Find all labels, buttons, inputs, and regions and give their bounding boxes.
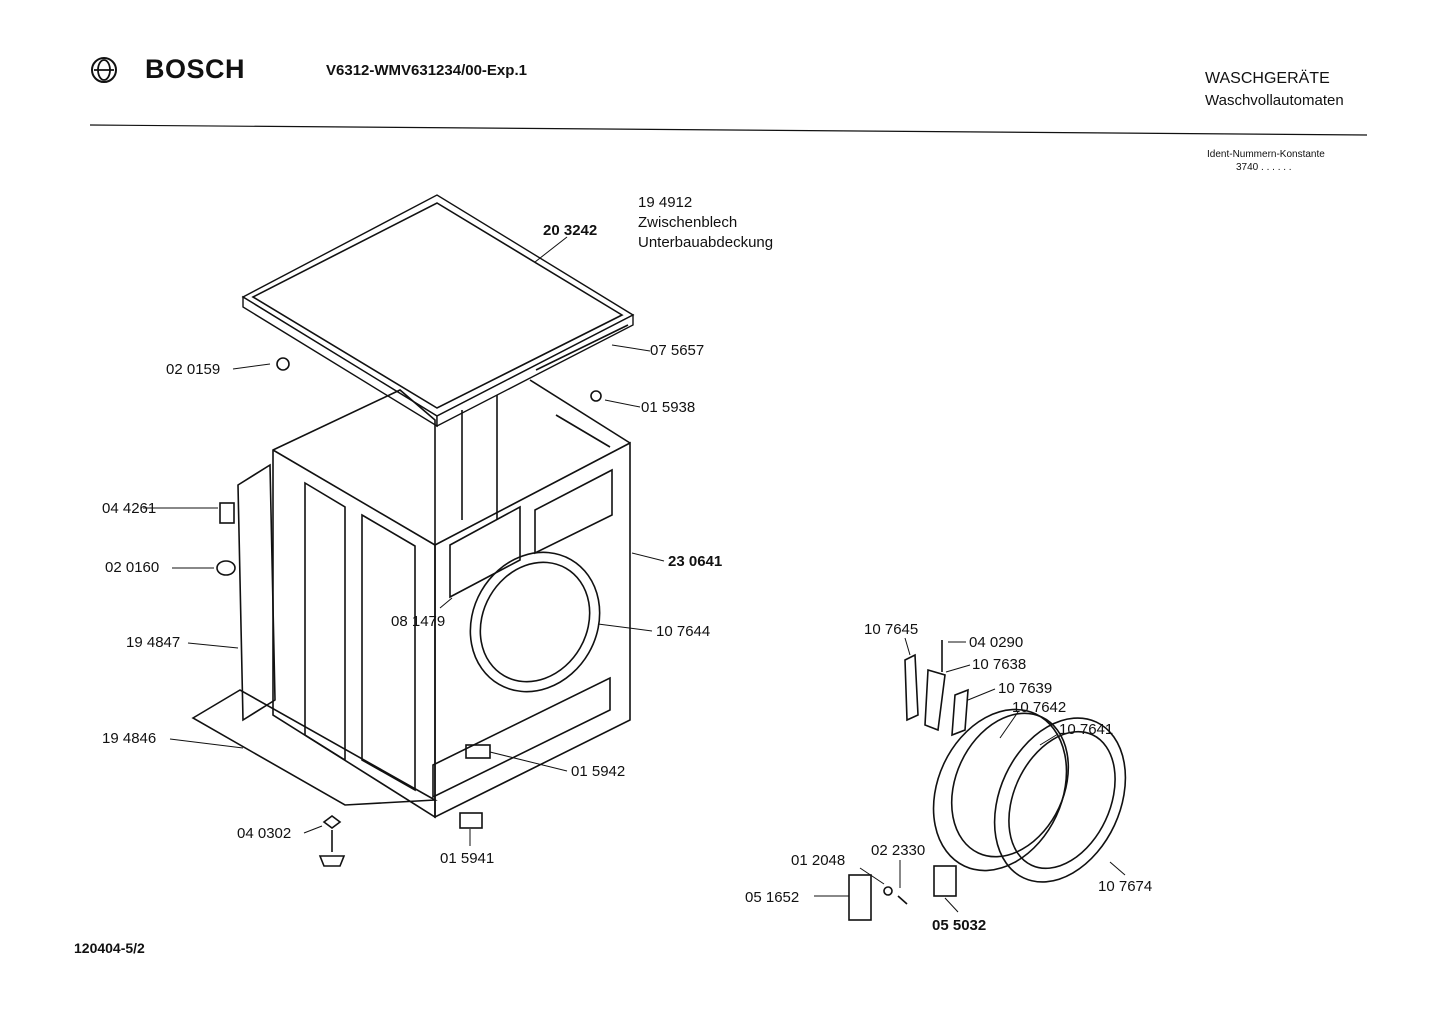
door-seal-part [469, 551, 601, 693]
category-title: WASCHGERÄTE [1205, 70, 1330, 87]
plug-part [590, 390, 602, 402]
bracket-part [465, 744, 491, 759]
part-desc-zwischenblech: Zwischenblech [638, 214, 738, 231]
part-label-107639: 10 7639 [998, 680, 1053, 697]
part-label-022330: 02 2330 [871, 842, 926, 859]
side-panel-part [237, 463, 276, 722]
part-label-051652: 05 1652 [745, 889, 800, 906]
lock-part [933, 865, 957, 897]
part-label-075657: 07 5657 [650, 342, 705, 359]
foot-part [318, 815, 346, 867]
top-cover-part [241, 194, 635, 428]
part-label-107674: 10 7674 [1098, 878, 1153, 895]
brand-name: BOSCH [145, 54, 246, 84]
cabinet-frame-part [272, 379, 631, 819]
part-label-040290: 04 0290 [969, 634, 1024, 651]
ident-value: 3740 . . . . . . [1236, 162, 1292, 173]
strip-part [535, 324, 629, 371]
part-label-194846: 19 4846 [102, 730, 157, 747]
part-label-194912: 19 4912 [638, 194, 693, 211]
grommet-part [216, 560, 236, 576]
leader-lines [143, 236, 1126, 913]
part-label-040302: 04 0302 [237, 825, 292, 842]
part-label-044261: 04 4261 [102, 500, 157, 517]
ident-label: Ident-Nummern-Konstante [1207, 149, 1325, 160]
part-label-015941: 01 5941 [440, 850, 495, 867]
bosch-logo-icon [90, 56, 118, 89]
part-label-020159: 02 0159 [166, 361, 221, 378]
hinge-plate-part [951, 688, 969, 737]
part-label-020160: 02 0160 [105, 559, 160, 576]
base-frame-part [191, 689, 438, 806]
switch-part [848, 874, 872, 921]
part-label-194847: 19 4847 [126, 634, 181, 651]
part-label-203242: 20 3242 [543, 222, 598, 239]
part-label-107642: 10 7642 [1012, 699, 1067, 716]
model-number: V6312-WMV631234/00-Exp.1 [326, 62, 527, 79]
washer-part [883, 886, 893, 896]
subcategory-title: Waschvollautomaten [1205, 92, 1344, 109]
fastener-part [276, 357, 290, 371]
part-label-081479: 08 1479 [391, 613, 446, 630]
part-label-012048: 01 2048 [791, 852, 846, 869]
hinge-bracket-part [924, 668, 946, 732]
document-id: 120404-5/2 [74, 940, 145, 956]
part-label-015938: 01 5938 [641, 399, 696, 416]
part-label-107641: 10 7641 [1059, 721, 1114, 738]
bracket-part-lower [459, 812, 483, 829]
part-label-015942: 01 5942 [571, 763, 626, 780]
part-label-107644: 10 7644 [656, 623, 711, 640]
part-desc-unterbauabdeckung: Unterbauabdeckung [638, 234, 774, 251]
part-label-107645: 10 7645 [864, 621, 919, 638]
header-rule [89, 124, 1368, 136]
clip-part [219, 502, 235, 524]
hinge-part [904, 653, 919, 722]
screw-part [897, 895, 908, 905]
door-assembly-part [932, 708, 1127, 883]
part-label-055032: 05 5032 [932, 917, 987, 934]
part-label-107638: 10 7638 [972, 656, 1027, 673]
part-label-230641: 23 0641 [668, 553, 723, 570]
